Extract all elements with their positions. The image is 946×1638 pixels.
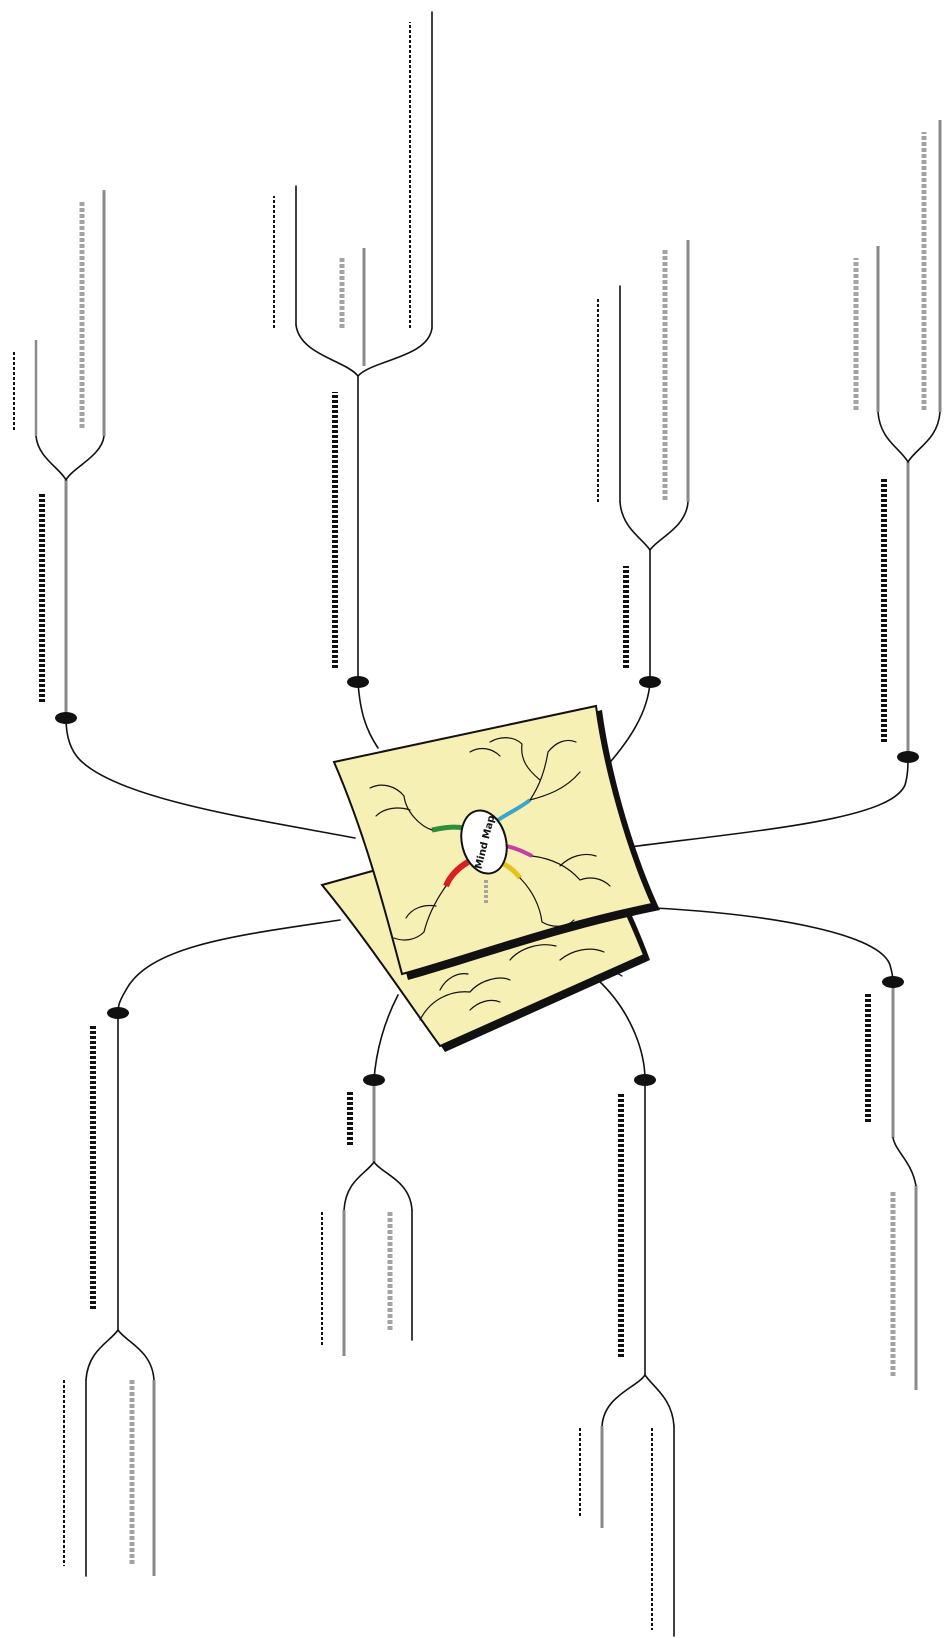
branch-5 [63, 1007, 156, 1577]
branch-7-node [634, 1074, 656, 1086]
branch-1 [13, 190, 106, 724]
branch-1-fork [35, 435, 105, 481]
branch-8-bend [892, 1137, 917, 1187]
branch-5-node [107, 1007, 129, 1019]
paper-branch-red [443, 859, 470, 888]
branch-3-fork [619, 501, 689, 551]
connector-branch-3 [604, 681, 651, 769]
branch-6-fork [343, 1161, 413, 1211]
branch-6 [321, 1074, 413, 1356]
paper-branch-blue [496, 798, 532, 822]
branch-3 [597, 240, 690, 688]
branch-3-node [639, 676, 661, 688]
connector-branch-2 [357, 681, 379, 749]
connector-branch-8 [654, 907, 894, 983]
branch-1-node [55, 712, 77, 724]
branch-8 [865, 976, 918, 1390]
connector-branch-5 [117, 919, 341, 1014]
branch-2-node [347, 676, 369, 688]
paper-branch-green [431, 824, 466, 833]
paper-branch-magenta [505, 844, 533, 858]
branch-4 [853, 120, 942, 763]
front-paper: Mind Map [332, 704, 660, 980]
paper-doodles [369, 737, 611, 941]
branch-5-fork [85, 1329, 155, 1381]
connector-branch-7 [597, 979, 646, 1081]
central-oval [460, 809, 508, 875]
branch-2 [273, 11, 433, 688]
branch-4-fork [877, 411, 941, 463]
branch-4-node [897, 751, 919, 763]
connector-branch-1 [65, 717, 356, 839]
connector-branch-6 [373, 994, 399, 1081]
branch-6-node [363, 1074, 385, 1086]
branch-2-fork [295, 324, 433, 377]
central-image: Mind Map [320, 704, 660, 1052]
branch-8-node [882, 976, 904, 988]
branch-7-fork [601, 1374, 675, 1427]
branch-7 [579, 1074, 675, 1637]
center-connectors [65, 681, 909, 1081]
connector-branch-4 [621, 756, 909, 849]
